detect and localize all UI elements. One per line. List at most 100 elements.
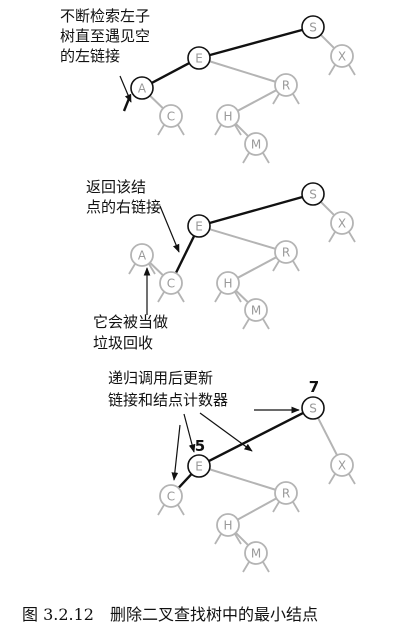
annotation-arrow [119, 75, 132, 103]
null-link-left [242, 318, 250, 330]
node-circle [159, 104, 183, 128]
node-a: A [130, 243, 154, 267]
annotation-search-left-line: 不断检索左子 [60, 7, 150, 25]
node-label: H [223, 277, 232, 291]
annotation-search-left: 不断检索左子树直至遇见空的左链接 [60, 7, 150, 65]
annotation-update-counts-line: 链接和结点计数器 [108, 391, 228, 409]
null-link-right [148, 263, 156, 275]
node-label: S [309, 21, 317, 35]
null-link-left [214, 533, 222, 545]
node-label: M [251, 304, 261, 318]
node-x: X [330, 453, 354, 477]
node-c: C [159, 104, 183, 128]
annotation-arrow [171, 424, 181, 481]
node-label: S [309, 188, 317, 202]
null-link-left [128, 263, 136, 275]
count-label-e: 5 [195, 437, 205, 455]
node-h: H [216, 104, 240, 128]
annotation-garbage-line: 垃圾回收 [93, 334, 153, 352]
tree-edge-p1-S-X [320, 34, 335, 49]
node-circle [187, 46, 211, 70]
node-a: A [130, 76, 154, 100]
node-s: S [301, 396, 325, 420]
node-x: X [330, 211, 354, 235]
null-link-right [348, 64, 356, 76]
node-s: S [301, 182, 325, 206]
node-label: X [338, 217, 346, 231]
tree-edge-p2-E-R [209, 228, 276, 250]
tree-edge-p3-R-H [237, 497, 277, 521]
node-label: C [167, 110, 175, 124]
node-label: E [195, 220, 203, 234]
node-label: C [167, 277, 175, 291]
node-m: M [244, 298, 268, 322]
tree-edge-p2-H-M [235, 289, 249, 304]
node-circle [216, 104, 240, 128]
null-link-left [242, 152, 250, 164]
node-circle [244, 541, 268, 565]
null-link-right [262, 152, 270, 164]
null-link-right [234, 291, 242, 303]
null-link-right [234, 124, 242, 136]
tree-edge-p3-S-E [208, 411, 304, 463]
tree-edge-p1-H-M [235, 123, 249, 137]
null-link-right [177, 504, 185, 516]
null-link-right [177, 124, 185, 136]
node-circle [330, 44, 354, 68]
tree-edge-p1-E-A [151, 62, 190, 84]
annotation-arrow [199, 412, 253, 452]
node-circle [274, 481, 298, 505]
node-label: S [309, 402, 317, 416]
annotation-garbage: 它会被当做垃圾回收 [93, 313, 168, 352]
tree-edge-p2-A-C [149, 261, 164, 277]
node-e: E [187, 214, 211, 238]
node-circle [274, 73, 298, 97]
null-link-left [157, 504, 165, 516]
annotation-arrow [183, 413, 196, 453]
null-link-left [157, 124, 165, 136]
node-e: E [187, 454, 211, 478]
annotation-return-right-line: 返回该结 [86, 178, 146, 196]
tree-edges [122, 28, 356, 573]
null-link-left [157, 291, 165, 303]
null-link-right [348, 473, 356, 485]
null-link-right [348, 231, 356, 243]
node-m: M [244, 541, 268, 565]
null-link-left [272, 260, 280, 272]
annotation-garbage-line: 它会被当做 [93, 313, 168, 331]
node-counts: 75 [195, 378, 319, 455]
tree-edge-p2-S-E [209, 195, 303, 225]
annotation-return-right: 返回该结点的右链接 [86, 178, 161, 216]
figure-caption: 图 3.2.12 删除二叉查找树中的最小结点 [22, 605, 318, 624]
null-link-right [292, 93, 300, 105]
null-link-right [292, 260, 300, 272]
node-label: X [338, 459, 346, 473]
node-label: A [138, 82, 147, 96]
node-label: M [251, 547, 261, 561]
tree-edge-p3-E-R [209, 468, 276, 491]
node-circle [216, 271, 240, 295]
node-label: E [195, 52, 203, 66]
annotation-update-counts-line: 递归调用后更新 [108, 369, 213, 387]
tree-edge-p1-S-E [209, 28, 303, 57]
annotations: 不断检索左子树直至遇见空的左链接返回该结点的右链接它会被当做垃圾回收递归调用后更… [60, 7, 228, 409]
tree-edge-p1-R-H [237, 89, 277, 112]
annotation-update-counts: 递归调用后更新链接和结点计数器 [108, 369, 228, 409]
node-m: M [244, 132, 268, 156]
node-circle [187, 454, 211, 478]
node-r: R [274, 481, 298, 505]
node-r: R [274, 240, 298, 264]
node-label: H [223, 110, 232, 124]
null-link-left [328, 473, 336, 485]
annotation-return-right-line: 点的右链接 [86, 198, 161, 216]
annotation-search-left-line: 的左链接 [60, 47, 120, 65]
null-link-left [328, 64, 336, 76]
node-label: M [251, 138, 261, 152]
node-circle [274, 240, 298, 264]
tree-edge-p3-S-X [317, 417, 338, 456]
null-link-left [214, 291, 222, 303]
tree-edge-p2-S-X [320, 201, 335, 216]
node-label: R [282, 79, 290, 93]
